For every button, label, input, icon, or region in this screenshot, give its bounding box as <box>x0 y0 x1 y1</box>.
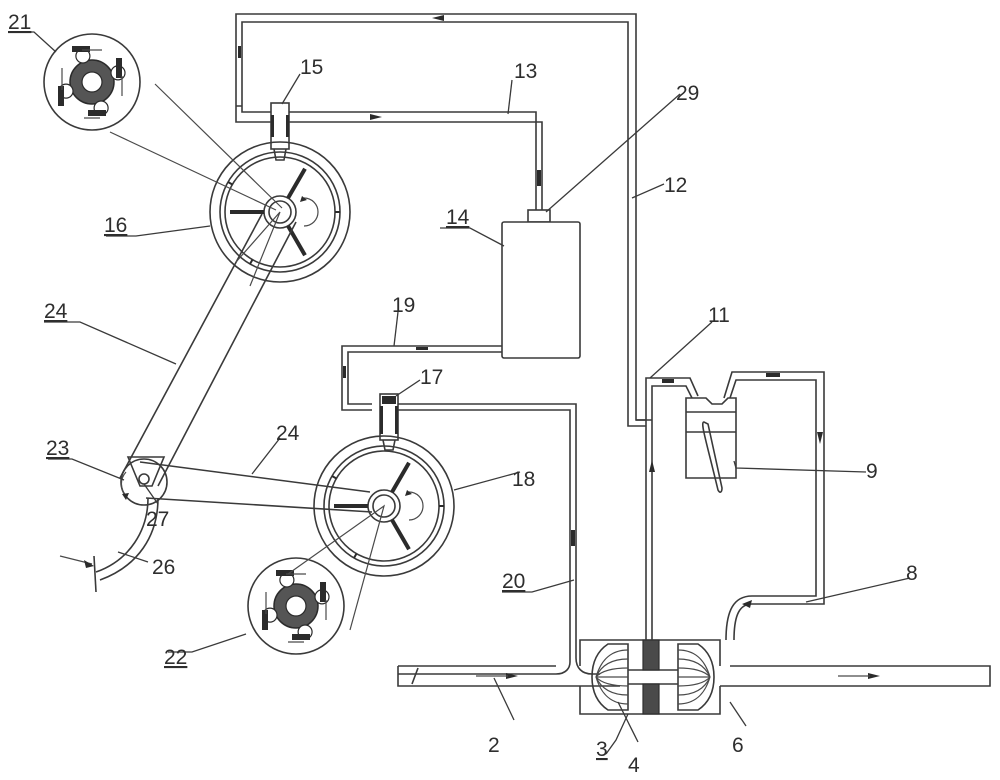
coupling-bracket <box>265 573 327 643</box>
coupling-magnet <box>58 86 64 106</box>
flow-arrow-pipe8-down <box>817 432 823 444</box>
pipe-8 <box>723 371 825 641</box>
wheel-vane <box>286 167 307 200</box>
wheel-blade <box>595 658 629 678</box>
storage-tank-14 <box>501 221 581 359</box>
label-2: 2 <box>488 734 500 757</box>
wheel-vane <box>390 518 411 551</box>
ring-tick <box>353 553 358 559</box>
label-27: 27 <box>146 508 169 531</box>
label-4: 4 <box>628 754 640 777</box>
label-20: 20 <box>502 570 525 593</box>
lower-impulse-wheel-18 <box>313 435 455 577</box>
flow-arrow-pipe11-up <box>649 460 655 472</box>
bearing-lower <box>642 683 660 715</box>
main-pipe-2 <box>397 665 991 687</box>
detail-21-callout <box>109 83 283 211</box>
coupling-magnet <box>320 582 326 602</box>
engine-cylinder-9 <box>685 397 737 493</box>
coupling-bore <box>285 595 307 617</box>
label-22: 22 <box>164 646 187 669</box>
wheel-vane <box>286 224 307 257</box>
label-13: 13 <box>514 60 537 83</box>
label-16: 16 <box>104 214 127 237</box>
output-arm-26 <box>59 497 159 593</box>
label-26: 26 <box>152 556 175 579</box>
label-3: 3 <box>596 738 608 761</box>
flow-marker-pipe20 <box>571 530 575 546</box>
label-19: 19 <box>392 294 415 317</box>
ring-tick <box>249 259 254 265</box>
wheel-vane <box>390 461 411 494</box>
label-15: 15 <box>300 56 323 79</box>
pipe-19 <box>341 345 502 411</box>
pipe-13 <box>235 105 543 210</box>
upper-belt-24 <box>119 211 297 487</box>
coupling-bracket <box>61 49 123 119</box>
pipe-11 <box>636 377 699 640</box>
wheel-blade <box>677 667 711 678</box>
label-24-lower: 24 <box>276 422 300 445</box>
flow-marker-pipe11 <box>662 379 674 383</box>
wheel-blade <box>677 676 711 705</box>
turbo-housing-3 <box>579 639 721 715</box>
coupling-magnet <box>72 46 90 52</box>
part-labels: 21 15 13 29 12 16 14 24 19 11 17 24 23 9… <box>8 11 918 777</box>
flow-arrow-pipe13 <box>370 114 382 120</box>
flow-arrow-intake <box>506 673 518 679</box>
detail-22-callout <box>287 504 386 631</box>
coupling-outline <box>43 33 141 131</box>
label-17: 17 <box>420 366 443 389</box>
label-14: 14 <box>446 206 470 229</box>
flow-arrow-top <box>432 15 444 21</box>
ring-tick <box>227 181 233 186</box>
coupling-outline <box>247 557 345 655</box>
flow-arrow-pipe8-left <box>742 600 752 608</box>
coupling-magnet <box>88 110 106 116</box>
flow-arrow-outlet <box>868 673 880 679</box>
label-18: 18 <box>512 468 535 491</box>
label-23: 23 <box>46 437 69 460</box>
wheel-blade <box>595 667 629 678</box>
ring-tick <box>331 475 337 480</box>
label-21: 21 <box>8 11 31 34</box>
coupling-detail-21 <box>43 33 141 131</box>
label-9: 9 <box>866 460 878 483</box>
coupling-magnet <box>116 58 122 78</box>
coupling-bore <box>81 71 103 93</box>
leader-lines <box>10 31 911 755</box>
lower-nozzle-17 <box>379 393 399 451</box>
flow-marker-pipe8-top <box>766 373 780 377</box>
wheel-blade <box>677 658 711 678</box>
coupling-detail-22 <box>247 557 345 655</box>
wheel-blade <box>595 676 629 705</box>
label-11: 11 <box>708 304 730 327</box>
upper-nozzle-15 <box>270 102 290 161</box>
flow-marker-left <box>238 46 241 58</box>
coupling-magnet <box>276 570 294 576</box>
label-8: 8 <box>906 562 918 585</box>
flow-marker-pipe13 <box>537 170 541 186</box>
label-12: 12 <box>664 174 687 197</box>
label-29: 29 <box>676 82 699 105</box>
label-6: 6 <box>732 734 744 757</box>
flow-marker-pipe19 <box>416 347 428 350</box>
coupling-magnet <box>262 610 268 630</box>
driven-pulley-23 <box>120 456 168 506</box>
coupling-magnet <box>292 634 310 640</box>
bearing-upper <box>642 639 660 671</box>
flow-marker-pipe19-v <box>343 366 346 378</box>
label-24-upper: 24 <box>44 300 68 323</box>
